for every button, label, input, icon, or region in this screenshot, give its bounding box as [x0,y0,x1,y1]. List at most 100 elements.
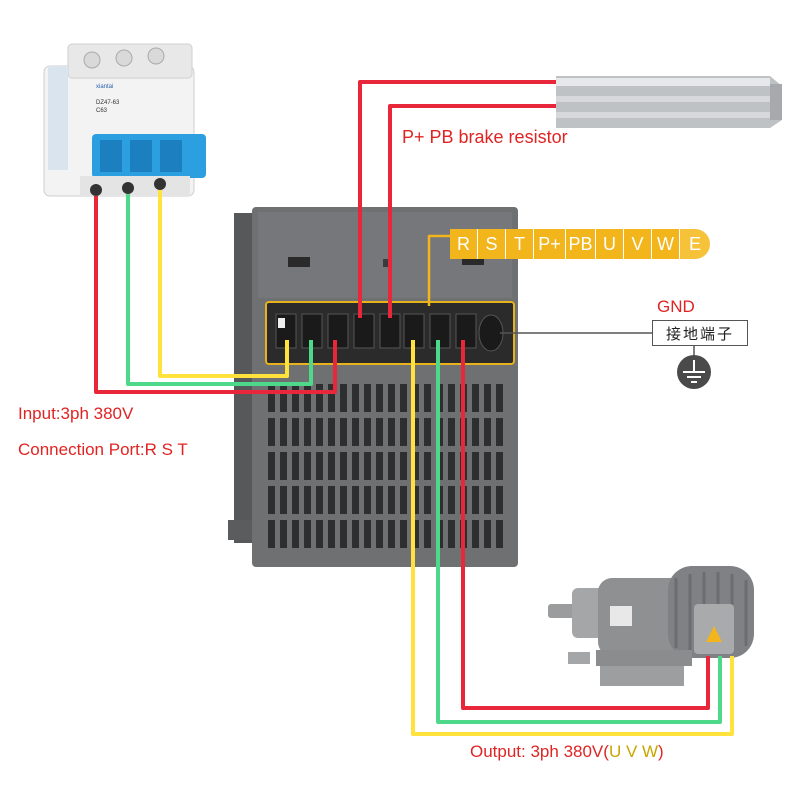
vent-slot [364,520,371,548]
vent-slot [352,520,359,548]
vent-slot [400,384,407,412]
brake-resistor [556,76,782,128]
vent-slot [340,452,347,480]
vent-slot [268,486,275,514]
vent-slot [472,520,479,548]
connection-port-label: Connection Port:R S T [18,440,188,459]
vent-slot [388,486,395,514]
vent-slot [268,452,275,480]
vent-slot [472,486,479,514]
vent-slot [412,486,419,514]
vent-slot [364,418,371,446]
wire-input-s [126,194,313,386]
vent-slot [376,486,383,514]
vent-slot [352,418,359,446]
vent-slot [484,384,491,412]
vent-slot [496,486,503,514]
vent-slot [340,520,347,548]
vent-slot [316,520,323,548]
vent-slot [328,384,335,412]
vent-slot [496,520,503,548]
vent-slot [388,452,395,480]
vent-slot [328,520,335,548]
vent-slot [424,418,431,446]
wire-input-t [158,190,289,378]
terminal-tag-pb: PB [566,229,596,259]
vent-slot [496,452,503,480]
vent-slot [340,418,347,446]
vent-slot [412,418,419,446]
ground-icon [677,355,711,389]
vent-slot [304,384,311,412]
vent-slot [280,384,287,412]
wire-output-w [461,340,710,710]
vent-slot [328,452,335,480]
motor [548,566,754,686]
vent-slot [424,452,431,480]
vent-slot [292,486,299,514]
wire-input-r [94,196,337,394]
vent-slot [484,418,491,446]
output-label-suffix: ) [658,742,664,761]
vent-slot [484,486,491,514]
terminal-tag-w: W [652,229,680,259]
output-label-prefix: Output: 3ph 380V( [470,742,609,761]
vent-slot [376,520,383,548]
circuit-breaker: xiantai DZ47-63 C63 [43,43,206,197]
terminal-tag-p-plus: P+ [534,229,566,259]
vent-slot [304,520,311,548]
vent-slot [304,486,311,514]
vent-slot [292,418,299,446]
vent-slot [352,452,359,480]
vent-slot [448,384,455,412]
input-label: Input:3ph 380V [18,404,134,423]
vent-slot [412,452,419,480]
vent-slot [304,452,311,480]
vent-slot [316,452,323,480]
vent-slot [328,486,335,514]
output-label: Output: 3ph 380V(U V W) [470,742,664,762]
vent-slot [364,384,371,412]
gnd-label: GND [657,297,695,316]
vent-slot [316,418,323,446]
vent-slot [376,452,383,480]
vent-slot [364,486,371,514]
vent-slot [352,486,359,514]
vent-slot [496,418,503,446]
vent-slot [496,384,503,412]
vent-slot [376,418,383,446]
vent-slot [280,486,287,514]
vent-slot [280,452,287,480]
vent-slot [424,520,431,548]
vent-slot [448,520,455,548]
vent-slot [340,486,347,514]
vent-slot [472,384,479,412]
brake-resistor-label: P+ PB brake resistor [402,127,568,147]
vent-slot [412,520,419,548]
vent-slot [292,452,299,480]
vent-slot [280,418,287,446]
wire-brake-p [358,80,556,318]
breaker-brand: xiantai [96,84,113,90]
breaker-rating: C63 [96,108,108,114]
wire-output-u [411,340,734,736]
vent-slot [400,418,407,446]
vent-slot [280,520,287,548]
terminal-tag-u: U [596,229,624,259]
vent-slot [424,384,431,412]
vent-slot [268,520,275,548]
vent-slot [448,452,455,480]
terminal-tag-v: V [624,229,652,259]
vent-slot [340,384,347,412]
vent-slot [388,418,395,446]
vent-slot [484,520,491,548]
output-label-uvw: U V W [608,742,659,761]
wire-output-v [436,340,722,724]
vent-slot [292,520,299,548]
terminal-tag-r: R [450,229,478,259]
breaker-model: DZ47-63 [96,100,120,106]
vent-slot [364,452,371,480]
vent-slot [400,520,407,548]
vent-slot [412,384,419,412]
vent-slot [472,418,479,446]
